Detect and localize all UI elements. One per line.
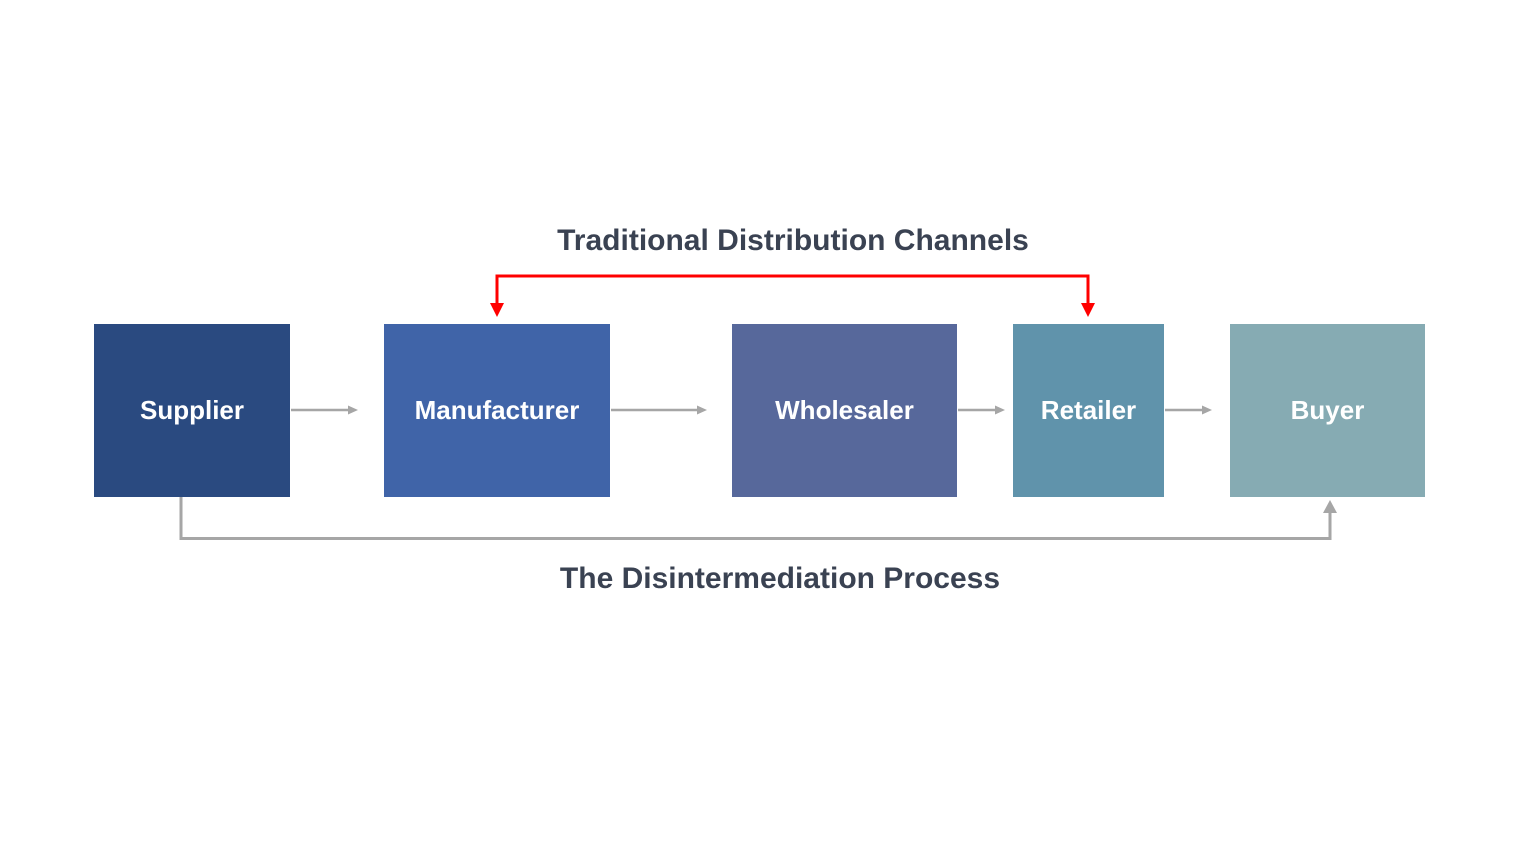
traditional-channels-title: Traditional Distribution Channels [557, 224, 1029, 257]
node-wholesaler: Wholesaler [732, 324, 957, 497]
red-arrowhead-retailer-icon [1081, 303, 1095, 317]
node-buyer: Buyer [1230, 324, 1425, 497]
flow-arrowhead-wholesaler-retailer-icon [995, 405, 1005, 415]
red-arrowhead-manufacturer-icon [490, 303, 504, 317]
disintermediation-process-title: The Disintermediation Process [559, 562, 1001, 595]
node-manufacturer: Manufacturer [384, 324, 610, 497]
flow-arrowhead-retailer-buyer-icon [1202, 405, 1212, 415]
node-wholesaler-label: Wholesaler [775, 395, 914, 425]
node-buyer-label: Buyer [1290, 395, 1365, 425]
flow-arrowhead-manufacturer-wholesaler-icon [697, 405, 707, 415]
node-manufacturer-label: Manufacturer [414, 395, 580, 425]
node-retailer: Retailer [1013, 324, 1164, 497]
node-supplier-label: Supplier [139, 395, 244, 425]
traditional-channels-bracket [495, 274, 1090, 303]
flow-arrowhead-supplier-manufacturer-icon [348, 405, 358, 415]
disintermediation-connector [179, 497, 1332, 540]
node-supplier: Supplier [94, 324, 290, 497]
node-retailer-label: Retailer [1040, 395, 1137, 425]
disintermediation-arrowhead-buyer-icon [1323, 500, 1337, 513]
